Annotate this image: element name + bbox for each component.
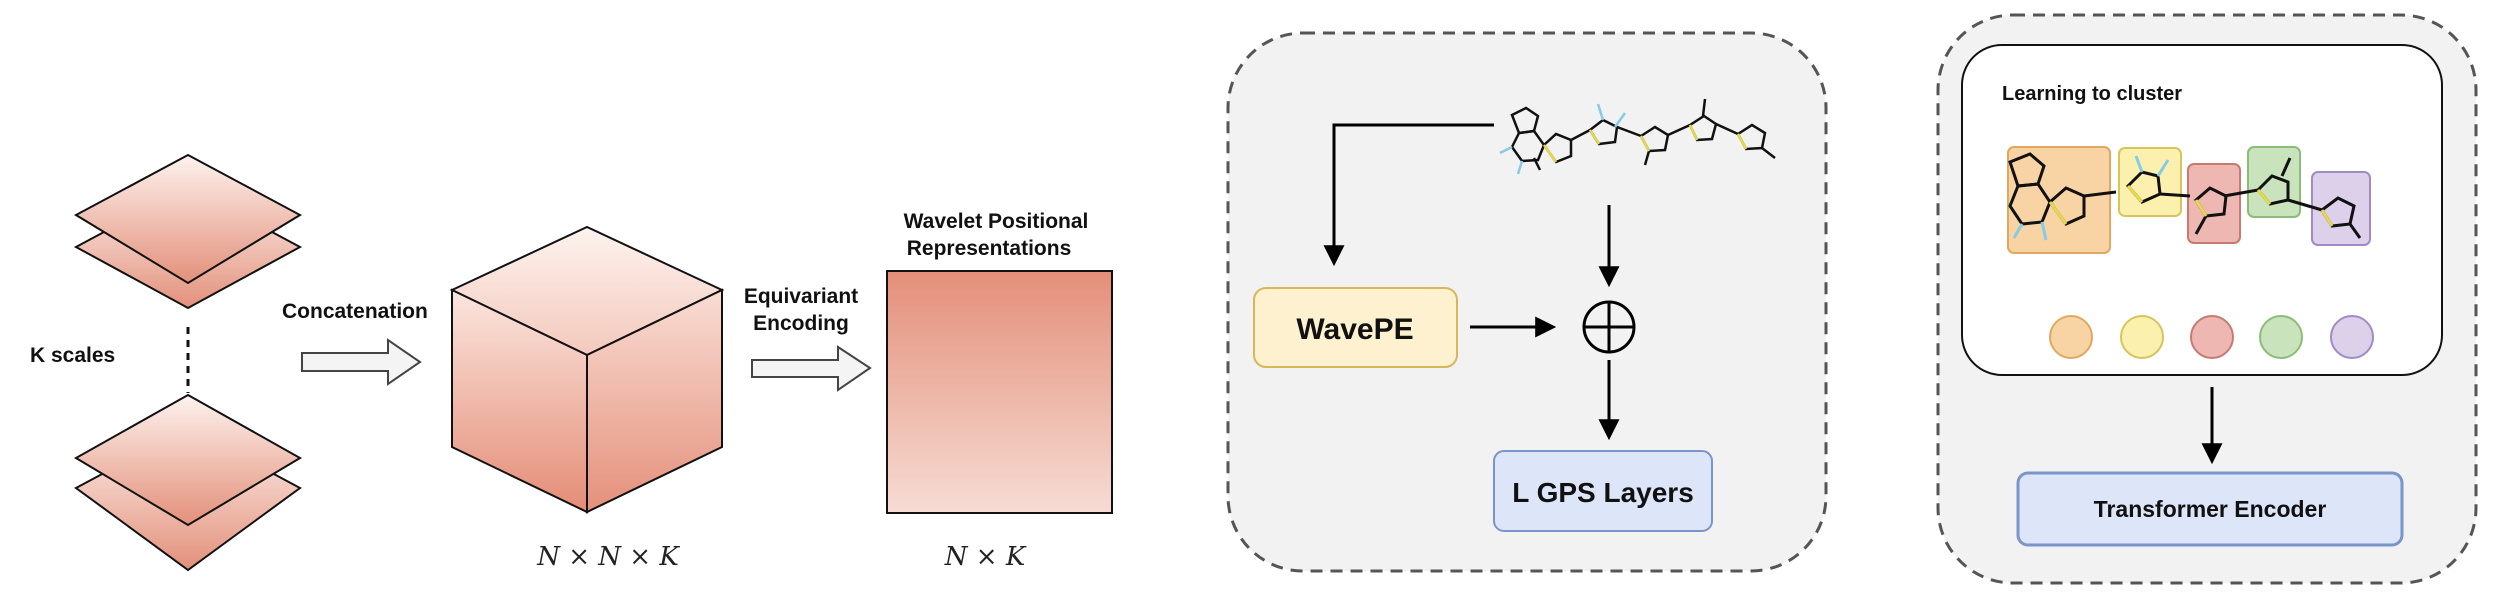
cube-side-face (586, 288, 723, 514)
sum-operator-icon (1582, 300, 1636, 354)
k-scales-label: K scales (30, 344, 115, 367)
transformer-encoder-label: Transformer Encoder (2094, 496, 2327, 522)
cluster-title: Learning to cluster (2002, 83, 2182, 105)
transformer-encoder-box (2016, 471, 2404, 547)
cluster-token-orange (2049, 315, 2093, 359)
cluster-token-red (2190, 315, 2234, 359)
middle-panel-frame (1226, 31, 1828, 573)
gps-layers-box (1493, 450, 1713, 532)
matrix-dimensions-label: N × K (944, 542, 1027, 572)
cluster-token-yellow (2120, 315, 2164, 359)
molecule-heteroatoms (1499, 103, 1748, 175)
equivariant-label: Equivariant (744, 285, 858, 308)
clustered-molecule-heteroatoms (2012, 155, 2334, 241)
cluster-token-green (2259, 315, 2303, 359)
scale-layer-stack-bottom (74, 393, 302, 572)
encoding-label: Encoding (753, 312, 849, 335)
hollow-arrow-concat (301, 338, 422, 386)
cluster-token-purple (2330, 315, 2374, 359)
cluster-box-green (2247, 146, 2301, 218)
scale-layer-stack-top (73, 153, 303, 310)
scale-layer (73, 153, 303, 285)
hollow-arrow-encoding (751, 345, 872, 392)
right-panel: Learning to cluster (1936, 13, 2478, 585)
wavelet-matrix (886, 270, 1113, 514)
wavepe-label: WavePE (1296, 313, 1413, 346)
wavelet-title-line2: Representations (907, 237, 1072, 260)
connector-molecule-to-wavepe (1323, 123, 1494, 267)
concatenated-cube (449, 225, 725, 514)
concatenation-label: Concatenation (282, 300, 428, 323)
left-panel: K scales Concatenation N × N × K Equivar… (30, 153, 1113, 572)
middle-panel: WavePE L GPS Layers (1226, 31, 1828, 573)
cluster-box-red (2187, 163, 2241, 244)
scale-layer (74, 393, 302, 527)
gps-layers-label: L GPS Layers (1512, 477, 1694, 508)
wavelet-title-line1: Wavelet Positional (904, 210, 1089, 233)
cluster-box-yellow (2118, 147, 2182, 217)
wavepe-box (1253, 287, 1458, 368)
cube-dimensions-label: N × N × K (536, 542, 680, 572)
cluster-box-orange (2007, 146, 2111, 254)
